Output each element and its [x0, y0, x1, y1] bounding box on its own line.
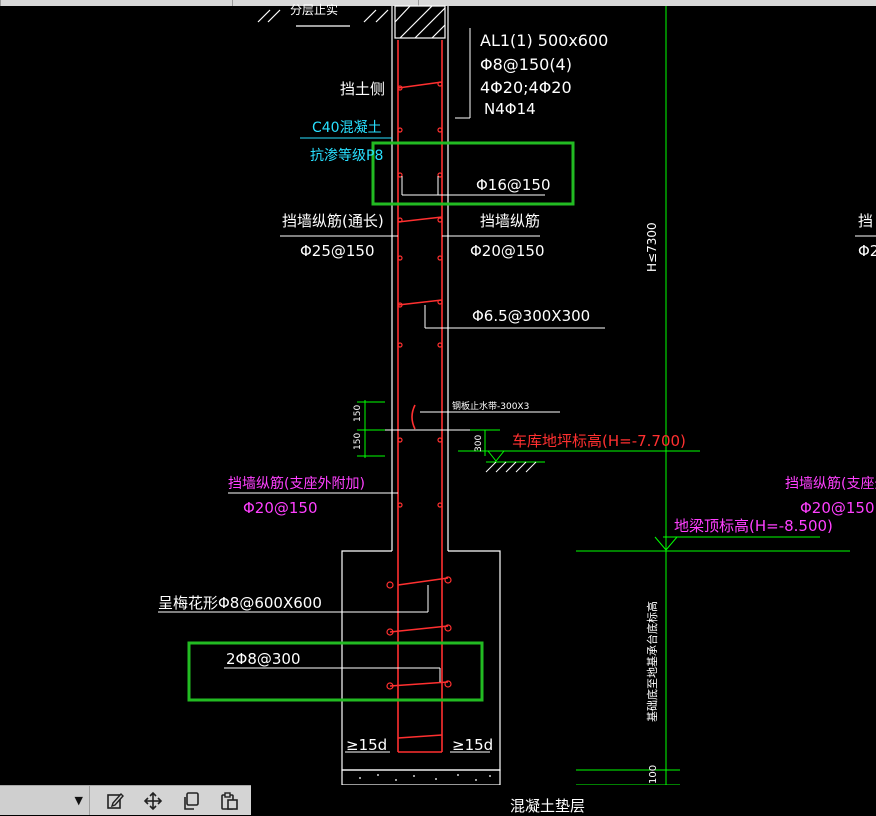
chevron-down-icon[interactable]: ▼: [74, 794, 83, 807]
highlight-box-bottom-rebar: [187, 641, 484, 702]
wall-rebar-right-value: Φ20@150: [470, 242, 545, 260]
beam-stirrup: Φ8@150(4): [480, 55, 572, 74]
rebar-dots: [386, 81, 452, 690]
wall-rebar-support-value: Φ20@150: [243, 499, 318, 517]
layer-select[interactable]: ▼: [0, 786, 90, 815]
tie-rebar-label: Φ6.5@300X300: [472, 307, 590, 325]
copy-button[interactable]: [177, 788, 205, 813]
paste-icon: [221, 791, 238, 810]
ground-beam-elevation: 地梁顶标高(H=-8.500): [674, 517, 833, 535]
window-top-strip: [0, 0, 876, 6]
beam-side-bars: N4Φ14: [484, 100, 536, 118]
dim-300: 300: [474, 435, 484, 452]
plum-blossom-rebar: 呈梅花形Φ8@600X600: [158, 594, 322, 612]
tab-separator: [0, 0, 1, 6]
impermeability-grade: 抗渗等级P8: [310, 147, 383, 164]
bottom-rebar-label: 2Φ8@300: [226, 650, 301, 668]
move-button[interactable]: [139, 788, 167, 813]
wall-rebar-right-title: 挡墙纵筋: [480, 212, 540, 230]
wall-rebar-left-value: Φ25@150: [300, 242, 375, 260]
wall-rebar-support-value-right: Φ20@150: [800, 499, 875, 517]
anchor-right: ≥15d: [452, 736, 493, 754]
leader-lines: [158, 28, 605, 785]
anchor-left: ≥15d: [346, 736, 387, 754]
tab-separator: [232, 0, 233, 6]
wall-rebar-support-title: 挡墙纵筋(支座外附加): [228, 475, 365, 492]
earth-side-label: 挡土侧: [340, 80, 385, 98]
wall-rebar-left-title: 挡墙纵筋(通长): [282, 212, 384, 230]
beam-label: AL1(1) 500x600: [480, 31, 608, 50]
edit-icon: [107, 792, 124, 809]
garage-floor-elevation: 车库地坪标高(H=-7.700): [512, 432, 686, 450]
highlight-box-hook-rebar: [371, 141, 575, 206]
wall-outline: [257, 5, 501, 785]
move-icon: [143, 791, 163, 810]
right-partial-title: 挡: [858, 212, 873, 230]
height-note: 基础底至地基承台底标高: [645, 601, 659, 722]
cushion-label: 混凝土垫层: [510, 797, 586, 815]
tab-separator: [418, 0, 419, 6]
concrete-grade: C40混凝土: [312, 120, 382, 136]
dimension-lines: [357, 6, 850, 785]
wall-rebar: [389, 40, 449, 753]
top-annotation: 分层止实: [290, 2, 338, 17]
concrete-cushion: [341, 769, 501, 785]
height-dim: H≤7300: [645, 222, 659, 272]
dim-150-upper: 150: [353, 405, 363, 422]
water-stop-label: 钢板止水带-300X3: [452, 400, 529, 412]
bottom-toolbar: ▼: [0, 785, 251, 815]
cushion-pattern: [359, 774, 491, 781]
wall-rebar-support-title-right: 挡墙纵筋(支座外附: [785, 475, 876, 492]
edit-button[interactable]: [101, 788, 129, 813]
copy-icon: [184, 791, 199, 810]
right-partial-value: Φ2: [858, 242, 876, 260]
dim-100: 100: [648, 765, 659, 784]
hook-rebar-label: Φ16@150: [476, 176, 551, 194]
ground-hatch: [485, 461, 537, 473]
paste-button[interactable]: [215, 788, 243, 813]
beam-main-bars: 4Φ20;4Φ20: [480, 78, 572, 97]
drawing-canvas[interactable]: 分层止实 AL1(1) 500x600 Φ8@150(4) 4Φ20;4Φ20 …: [0, 0, 876, 785]
dim-150-lower: 150: [353, 433, 363, 450]
